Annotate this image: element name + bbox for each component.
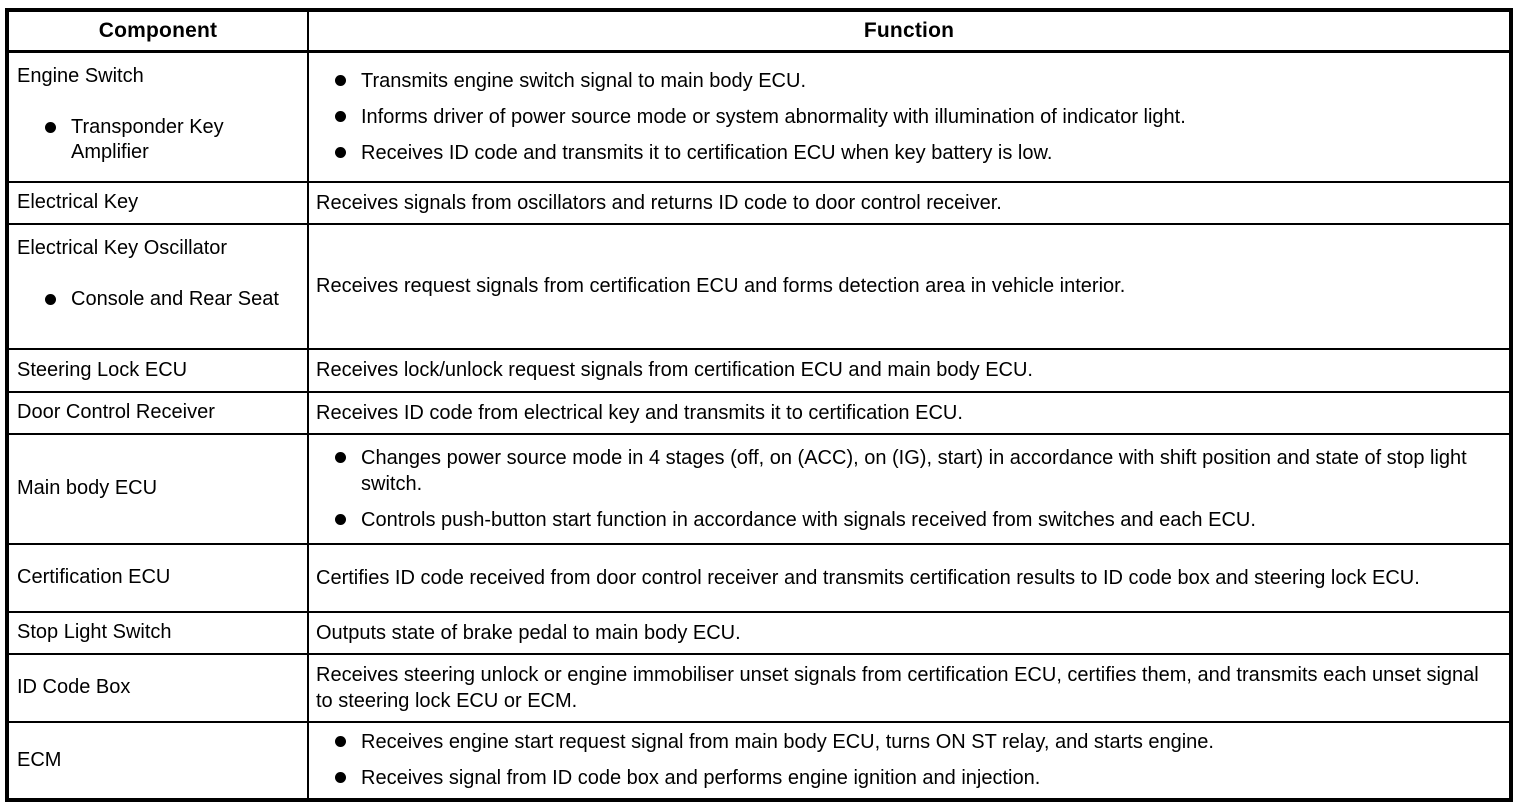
bullet-icon [335, 736, 346, 747]
function-cell: Transmits engine switch signal to main b… [307, 50, 1512, 183]
table-row: Engine Switch Transponder Key Amplifier … [6, 50, 1512, 183]
function-bullet-item: Receives ID code and transmits it to cer… [335, 140, 1499, 166]
function-bullet-item: Transmits engine switch signal to main b… [335, 68, 1499, 94]
function-text: Receives signals from oscillators and re… [316, 191, 1002, 214]
bullet-icon [335, 110, 346, 122]
component-cell: Certification ECU [6, 542, 309, 613]
function-cell: Outputs state of brake pedal to main bod… [307, 610, 1512, 655]
function-text: Certifies ID code received from door con… [316, 566, 1420, 589]
function-text: Receives steering unlock or engine immob… [316, 663, 1479, 712]
component-sub-list: Transponder Key Amplifier [17, 115, 301, 165]
component-cell: ECM [6, 720, 309, 801]
function-bullet-text: Transmits engine switch signal to main b… [361, 69, 806, 92]
component-cell: Stop Light Switch [6, 610, 309, 655]
component-sub-label: Transponder Key Amplifier [71, 116, 224, 163]
component-label: ECM [17, 748, 62, 771]
component-sub-item: Console and Rear Seat [45, 287, 301, 312]
function-cell: Receives lock/unlock request signals fro… [307, 347, 1512, 393]
bullet-icon [335, 146, 346, 158]
table-row: Steering Lock ECU Receives lock/unlock r… [6, 347, 1512, 393]
function-bullet-item: Receives engine start request signal fro… [335, 729, 1499, 755]
table-row: Electrical Key Receives signals from osc… [6, 180, 1512, 225]
function-text: Receives request signals from certificat… [316, 275, 1126, 297]
function-bullet-text: Receives signal from ID code box and per… [361, 767, 1041, 789]
function-bullet-item: Receives signal from ID code box and per… [335, 765, 1499, 791]
component-cell: Engine Switch Transponder Key Amplifier [6, 50, 309, 183]
table-header-row: Component Function [6, 9, 1512, 53]
function-bullet-item: Informs driver of power source mode or s… [335, 104, 1499, 130]
component-cell: Electrical Key [6, 180, 309, 225]
function-column-header: Function [307, 9, 1512, 53]
function-bullet-list: Changes power source mode in 4 stages (o… [316, 445, 1499, 533]
table-row: Stop Light Switch Outputs state of brake… [6, 610, 1512, 655]
function-bullet-item: Changes power source mode in 4 stages (o… [335, 445, 1499, 497]
component-function-table: Component Function Engine Switch Transpo… [5, 8, 1513, 802]
table-row: Main body ECU Changes power source mode … [6, 432, 1512, 545]
function-bullet-text: Receives ID code and transmits it to cer… [361, 141, 1053, 164]
component-cell: Door Control Receiver [6, 390, 309, 435]
function-cell: Receives signals from oscillators and re… [307, 180, 1512, 225]
component-label: Certification ECU [17, 566, 171, 588]
component-cell: Main body ECU [6, 432, 309, 545]
function-text: Receives lock/unlock request signals fro… [316, 359, 1033, 381]
component-label: Main body ECU [17, 477, 158, 499]
component-label: Stop Light Switch [17, 621, 172, 643]
function-bullet-list: Receives engine start request signal fro… [316, 729, 1499, 791]
table-row: Door Control Receiver Receives ID code f… [6, 390, 1512, 435]
bullet-icon [335, 772, 346, 783]
function-text: Receives ID code from electrical key and… [316, 401, 963, 424]
bullet-icon [335, 513, 346, 525]
bullet-icon [335, 451, 346, 463]
function-text: Outputs state of brake pedal to main bod… [316, 621, 741, 644]
bullet-icon [335, 74, 346, 86]
function-bullet-text: Changes power source mode in 4 stages (o… [361, 446, 1467, 495]
function-bullet-text: Informs driver of power source mode or s… [361, 105, 1186, 128]
component-cell: Electrical Key Oscillator Console and Re… [6, 222, 309, 350]
function-cell: Receives steering unlock or engine immob… [307, 652, 1512, 723]
function-cell: Receives engine start request signal fro… [307, 720, 1512, 801]
component-cell: Steering Lock ECU [6, 347, 309, 393]
table-row: ECM Receives engine start request signal… [6, 720, 1512, 801]
function-bullet-text: Controls push-button start function in a… [361, 508, 1256, 531]
component-label: Door Control Receiver [17, 401, 215, 423]
component-sub-item: Transponder Key Amplifier [45, 115, 301, 165]
component-label: Steering Lock ECU [17, 358, 188, 381]
component-label: Electrical Key Oscillator [17, 236, 228, 259]
component-column-header: Component [6, 9, 309, 53]
component-label: Electrical Key [17, 191, 139, 213]
table-row: ID Code Box Receives steering unlock or … [6, 652, 1512, 723]
function-bullet-list: Transmits engine switch signal to main b… [316, 68, 1499, 166]
table-row: Electrical Key Oscillator Console and Re… [6, 222, 1512, 350]
bullet-icon [45, 122, 56, 133]
function-cell: Changes power source mode in 4 stages (o… [307, 432, 1512, 545]
component-label: Engine Switch [17, 65, 144, 87]
bullet-icon [45, 293, 56, 305]
component-sub-label: Console and Rear Seat [71, 287, 279, 310]
function-bullet-text: Receives engine start request signal fro… [361, 731, 1214, 753]
function-cell: Certifies ID code received from door con… [307, 542, 1512, 613]
component-cell: ID Code Box [6, 652, 309, 723]
function-cell: Receives ID code from electrical key and… [307, 390, 1512, 435]
function-cell: Receives request signals from certificat… [307, 222, 1512, 350]
function-bullet-item: Controls push-button start function in a… [335, 507, 1499, 533]
component-sub-list: Console and Rear Seat [17, 287, 301, 312]
component-label: ID Code Box [17, 676, 131, 698]
table-row: Certification ECU Certifies ID code rece… [6, 542, 1512, 613]
